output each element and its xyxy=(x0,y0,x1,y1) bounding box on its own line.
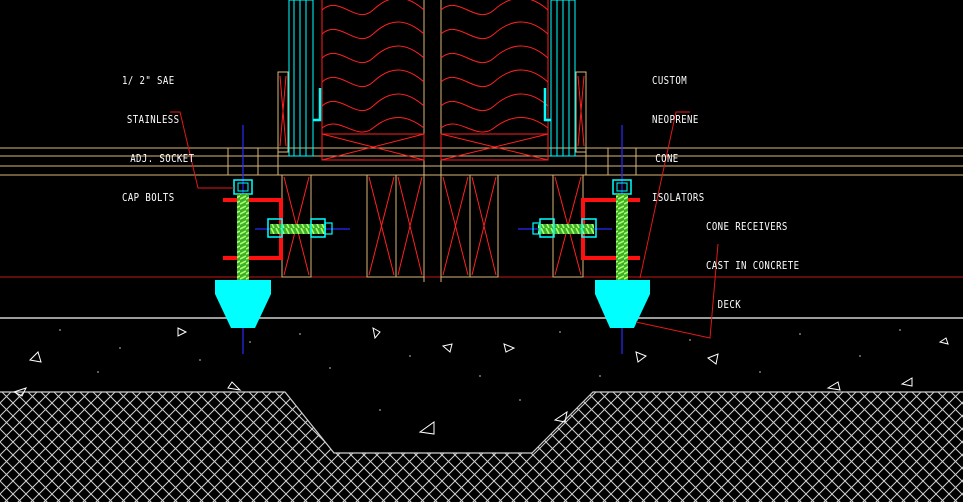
label-socket-cap-bolts: 1/ 2" SAE STAINLESS ADJ. SOCKET CAP BOLT… xyxy=(122,48,194,217)
right-bolt-shaft xyxy=(616,194,628,280)
label-line: CONE RECEIVERS xyxy=(706,220,788,233)
label-line: 1/ 2" SAE xyxy=(122,74,175,87)
soil-line xyxy=(0,391,963,454)
label-line: DECK xyxy=(706,298,742,311)
label-line: ADJ. SOCKET xyxy=(130,152,195,165)
insulation-batt xyxy=(321,0,549,134)
left-bolt-shaft xyxy=(237,194,249,280)
label-line: ISOLATORS xyxy=(652,191,705,204)
wall-outlines xyxy=(281,0,584,282)
leader-neoprene xyxy=(639,111,690,279)
leader-receivers xyxy=(635,243,719,339)
label-line: CONE xyxy=(655,152,679,165)
label-line: CAP BOLTS xyxy=(122,191,175,204)
right-neoprene-cone xyxy=(595,280,650,328)
right-isolator-assembly xyxy=(518,125,650,354)
concrete-aggregate xyxy=(12,327,949,435)
leader-bolts xyxy=(170,111,234,189)
left-wall-sheathing xyxy=(277,0,322,157)
label-line: CAST IN CONCRETE xyxy=(706,259,800,272)
blocking-crosses xyxy=(283,133,582,276)
label-line: NEOPRENE xyxy=(652,113,699,126)
label-cone-receivers: CONE RECEIVERS CAST IN CONCRETE DECK xyxy=(706,194,799,324)
label-line: STAINLESS xyxy=(126,113,180,126)
concrete-specks xyxy=(59,329,901,411)
label-neoprene-cone-isolators: CUSTOM NEOPRENE CONE ISOLATORS xyxy=(652,48,705,217)
right-wall-sheathing xyxy=(543,0,587,157)
leader-lines xyxy=(170,111,719,339)
soil-hatch xyxy=(0,392,963,502)
left-neoprene-cone xyxy=(215,280,271,328)
left-isolator-assembly xyxy=(215,125,350,354)
label-line: CUSTOM xyxy=(652,74,688,87)
